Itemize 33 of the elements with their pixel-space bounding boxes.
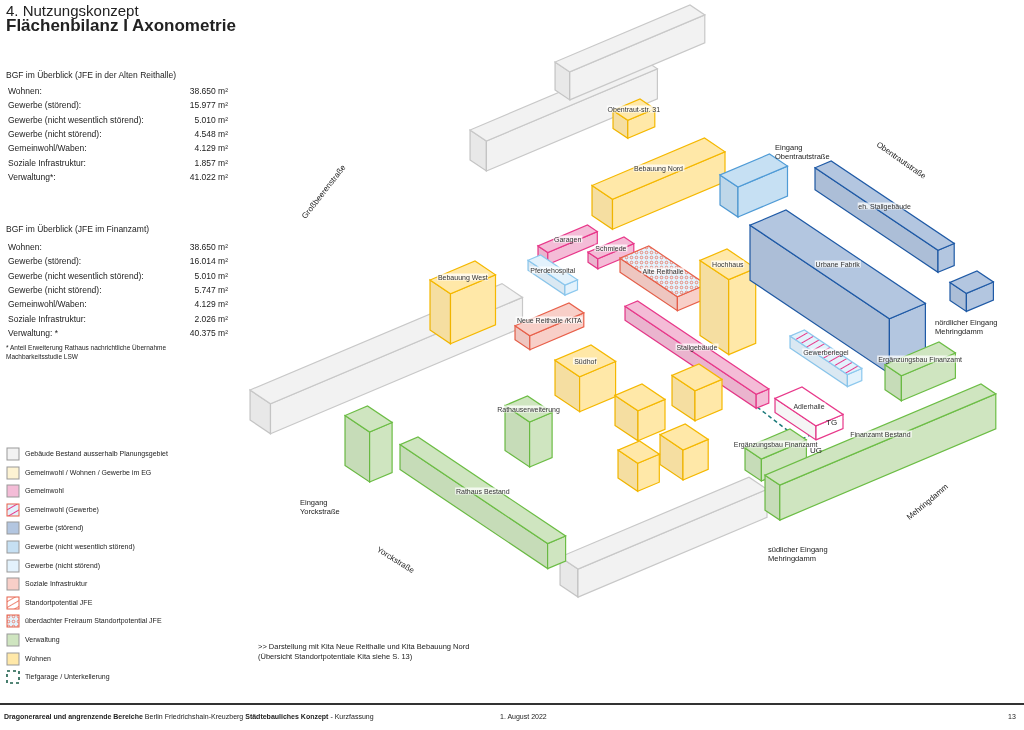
table-heading: BGF im Überblick (JFE im Finanzamt) [6, 224, 150, 234]
area-value: 4.548 m² [194, 128, 228, 139]
area-value: 40.375 m² [189, 327, 228, 338]
garage-label: UG [810, 446, 822, 455]
table-heading: BGF im Überblick (JFE in der Alten Reithalle) [6, 70, 177, 80]
category-cell: Wohnen: [8, 242, 42, 252]
category-cell: Gewerbe (nicht störend): [8, 128, 102, 139]
area-value: 5.010 m² [194, 270, 228, 281]
area-value: 38.650 m² [189, 86, 228, 96]
category-cell: Soziale Infrastruktur: [8, 157, 86, 168]
category-cell: Gewerbe (nicht wesentlich störend): [8, 114, 144, 125]
area-value: 4.129 m² [194, 143, 228, 154]
area-value: 15.977 m² [189, 100, 228, 111]
area-value: 38.650 m² [189, 242, 228, 252]
category-cell: Gewerbe (störend): [8, 256, 82, 267]
category-cell: Gemeinwohl/Waben: [8, 299, 87, 310]
area-value: 5.010 m² [194, 114, 228, 125]
area-value: 41.022 m² [189, 171, 228, 182]
category-cell: Gewerbe (nicht störend): [8, 284, 102, 295]
garage-label: TG [826, 418, 838, 427]
category-cell: Gewerbe (nicht wesentlich störend): [8, 270, 144, 281]
area-value: 4.129 m² [194, 299, 228, 310]
section-heading: 4. Nutzungskonzept [6, 2, 139, 19]
area-value: 1.857 m² [194, 157, 228, 168]
area-value: 2.026 m² [194, 313, 228, 324]
category-cell: Verwaltung*: [8, 171, 56, 182]
category-cell: Gemeinwohl/Waben: [8, 143, 87, 154]
category-cell: Verwaltung: * [8, 327, 59, 338]
category-cell: Gewerbe (störend): [8, 100, 82, 111]
category-cell: Wohnen: [8, 86, 42, 96]
category-cell: Soziale Infrastruktur: [8, 313, 86, 324]
area-value: 16.014 m² [189, 256, 228, 267]
area-value: 5.747 m² [194, 284, 228, 295]
